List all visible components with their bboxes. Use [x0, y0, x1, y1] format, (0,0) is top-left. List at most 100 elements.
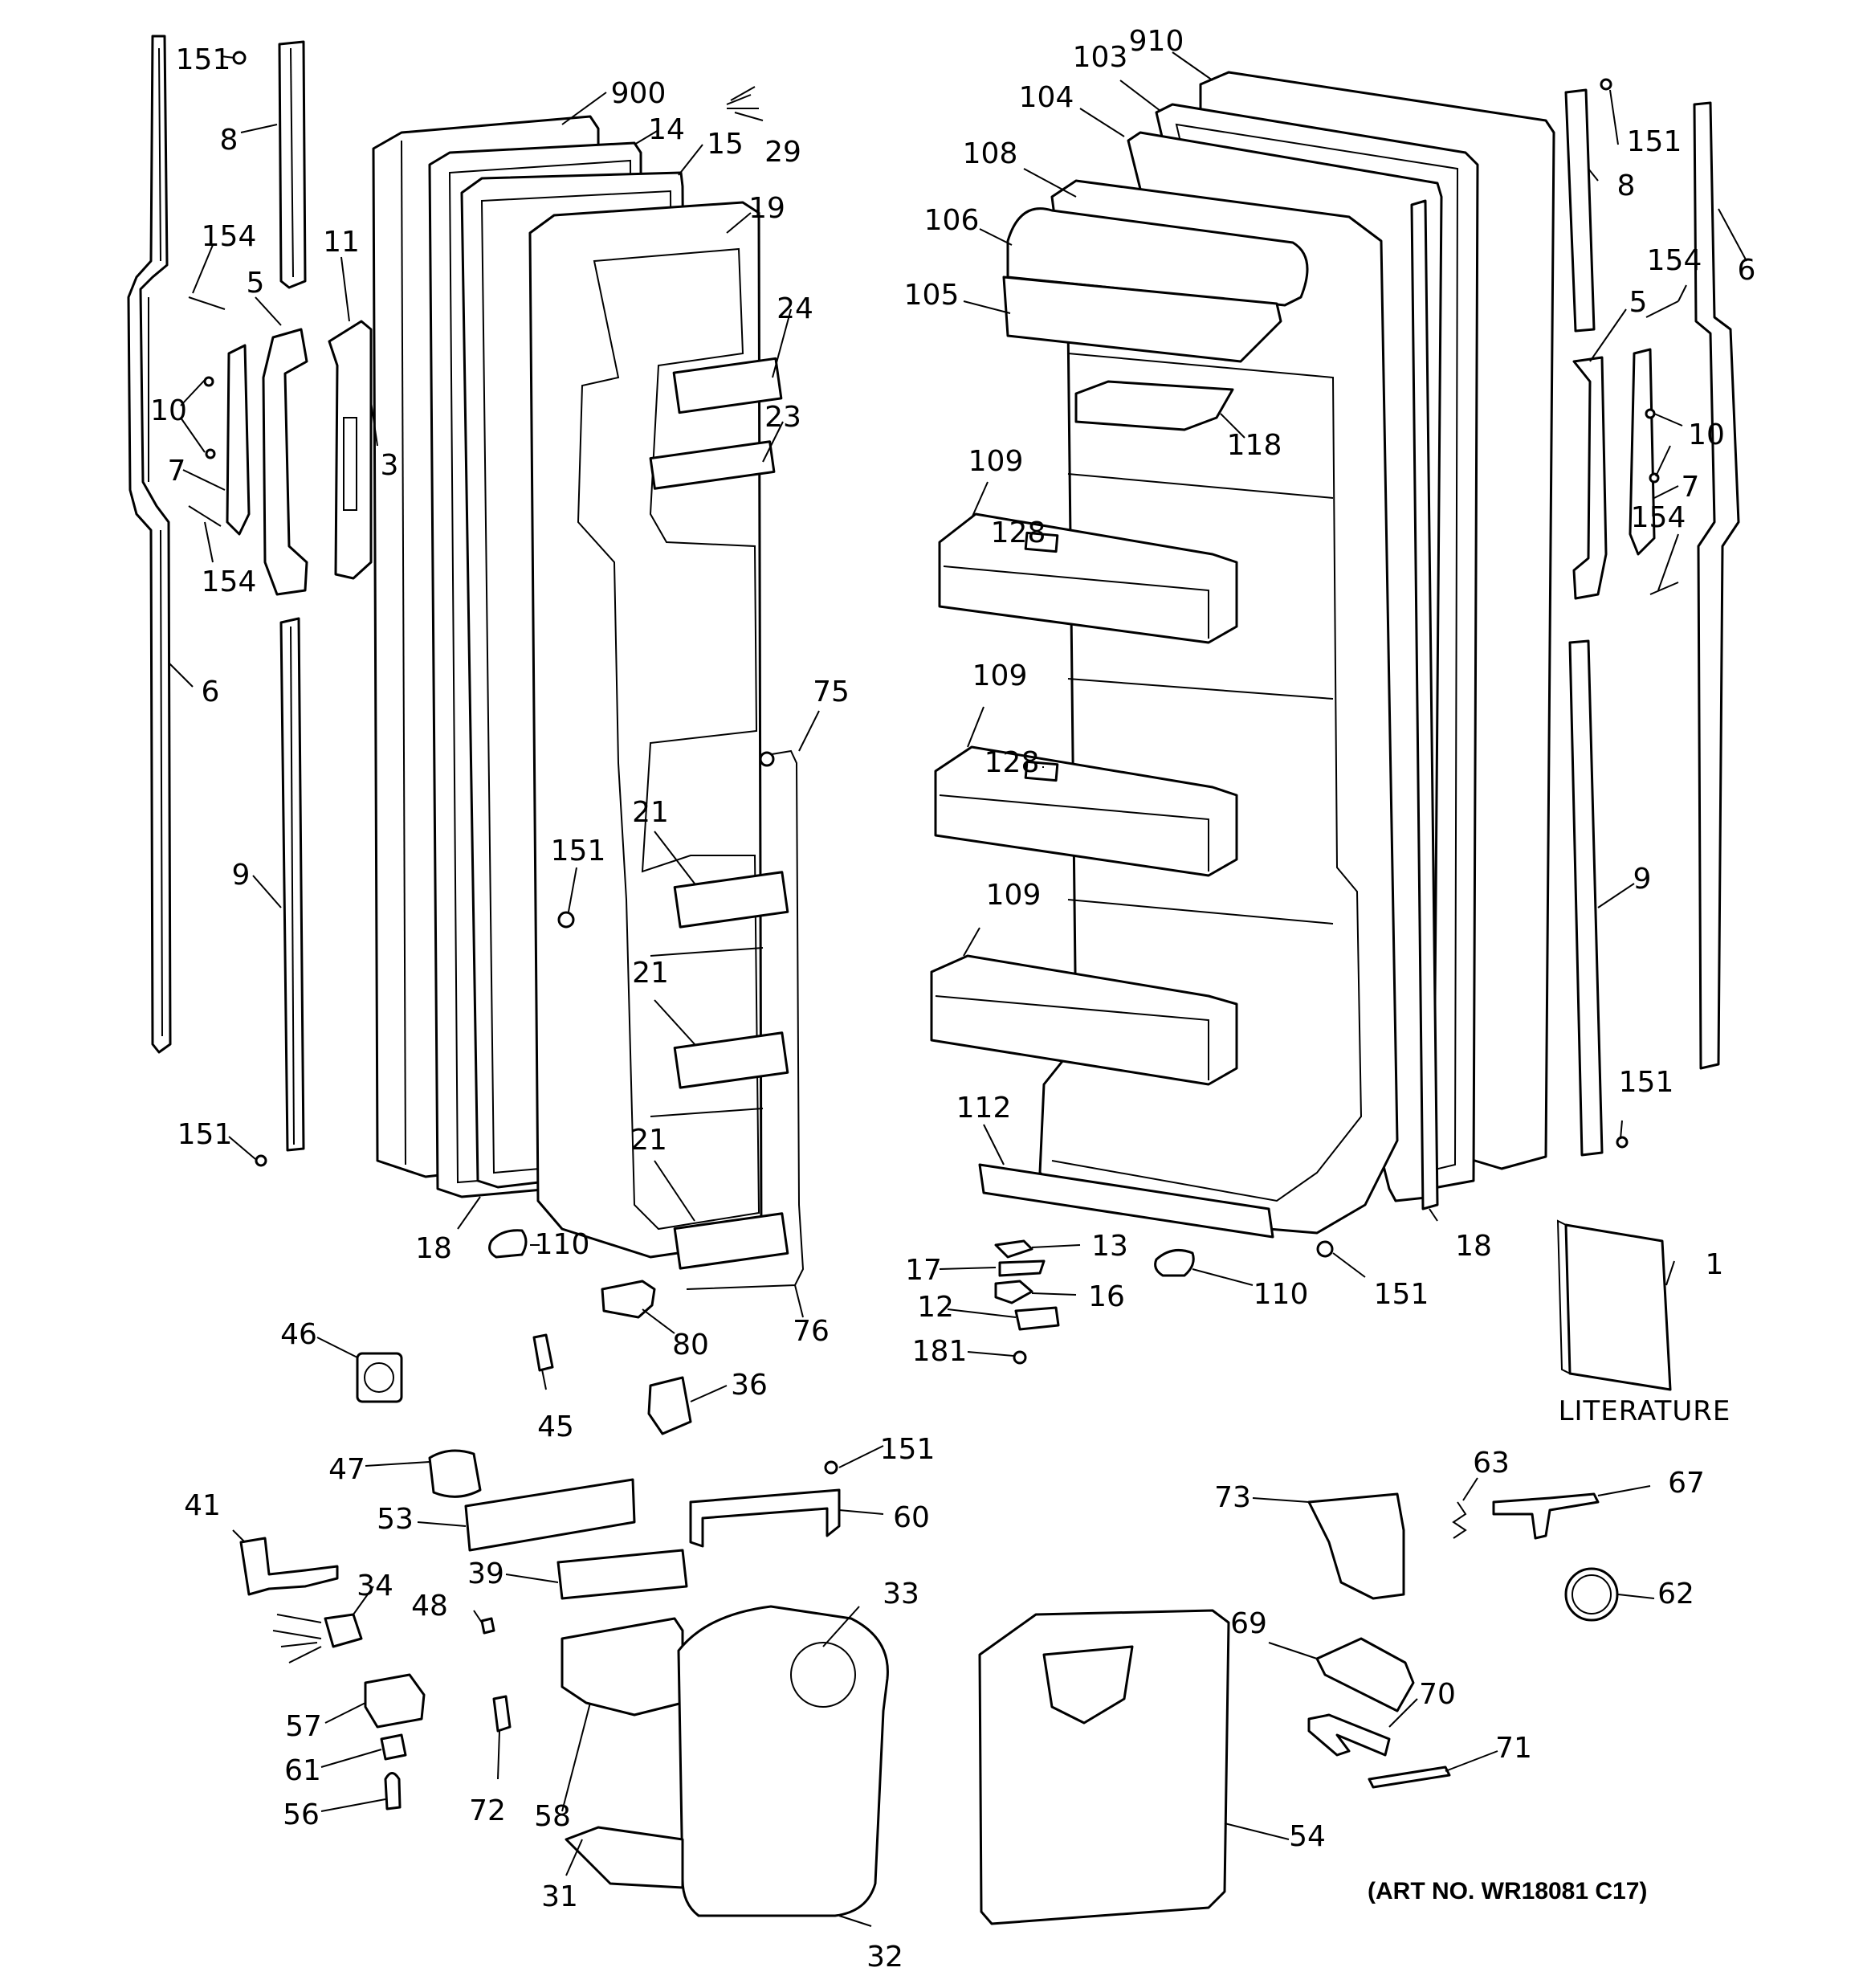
callout-106: 106: [923, 204, 980, 237]
callout-109: 109: [972, 659, 1028, 692]
leader-lines: [168, 51, 1747, 1927]
callout-128: 128: [990, 516, 1046, 549]
dispenser-parts-left: [239, 1333, 841, 1810]
callout-9: 9: [1633, 863, 1652, 896]
part-8-left-trim-bar: [278, 40, 307, 289]
dispenser-housing-33-58-32-31: [561, 1605, 889, 1917]
callout-7: 7: [167, 455, 186, 488]
part-5-right-handle: [1572, 78, 1679, 1149]
callout-112: 112: [956, 1092, 1012, 1125]
part-109-door-bin-1: [938, 512, 1238, 644]
part-19-freezer-door-inner-liner: [528, 201, 789, 1270]
part-54-dispenser-cover: [978, 1609, 1230, 1925]
part-118-shelf-tray: [1074, 380, 1234, 431]
callout-181: 181: [911, 1335, 968, 1368]
part-112-bottom-rail: [978, 1163, 1274, 1239]
part-1-literature-booklet: [1556, 1219, 1672, 1391]
callout-15: 15: [707, 128, 744, 161]
callout-31: 31: [541, 1880, 578, 1913]
callout-108: 108: [962, 137, 1018, 170]
part-8-right-trim-bar: [1564, 88, 1596, 333]
callout-69: 69: [1230, 1607, 1267, 1640]
callout-910: 910: [1128, 25, 1184, 58]
callout-109: 109: [985, 879, 1042, 912]
callout-10: 10: [1688, 418, 1725, 451]
callout-5: 5: [246, 267, 265, 300]
callout-63: 63: [1473, 1447, 1510, 1480]
callout-29: 29: [764, 136, 801, 169]
callout-48: 48: [411, 1590, 448, 1623]
callout-32: 32: [866, 1941, 903, 1974]
callout-36: 36: [731, 1369, 768, 1402]
small-parts-left: [488, 86, 764, 1319]
callout-47: 47: [328, 1453, 365, 1486]
callout-10: 10: [150, 394, 187, 427]
callout-45: 45: [537, 1410, 574, 1443]
callout-14: 14: [648, 113, 685, 146]
callout-154: 154: [201, 220, 257, 253]
callout-154: 154: [1646, 244, 1702, 277]
callout-151: 151: [1618, 1066, 1674, 1099]
callout-104: 104: [1018, 81, 1074, 114]
callout-11: 11: [323, 226, 360, 259]
callout-8: 8: [1616, 169, 1636, 202]
callout-13: 13: [1091, 1230, 1128, 1263]
callout-900: 900: [610, 77, 667, 110]
callout-151: 151: [550, 835, 606, 867]
callout-60: 60: [893, 1501, 930, 1534]
left-screws: [188, 51, 267, 1167]
callout-5: 5: [1629, 286, 1648, 319]
callout-21: 21: [632, 957, 669, 990]
callout-54: 54: [1289, 1820, 1326, 1853]
part-109-door-bin-2: [934, 745, 1238, 877]
hinge-parts: [994, 1239, 1334, 1365]
part-106-105-top-rail: [1002, 207, 1309, 363]
callout-151: 151: [1373, 1278, 1429, 1311]
callout-70: 70: [1419, 1678, 1456, 1711]
part-18-right-gasket: [1410, 199, 1439, 1210]
art-number: (ART NO. WR18081 C17): [1368, 1878, 1648, 1904]
callout-62: 62: [1657, 1578, 1694, 1610]
callout-16: 16: [1088, 1280, 1125, 1313]
part-11-bracket: [328, 320, 373, 580]
callout-105: 105: [903, 279, 960, 312]
callout-7: 7: [1681, 471, 1700, 504]
callout-110: 110: [534, 1228, 590, 1261]
part-6-left-gasket: [127, 35, 172, 1054]
callout-24: 24: [777, 292, 813, 325]
callout-110: 110: [1253, 1278, 1309, 1311]
part-109-door-bin-3: [930, 954, 1238, 1086]
callout-6: 6: [201, 676, 220, 708]
callout-151: 151: [175, 43, 231, 76]
part-9-left-trim-bar: [279, 617, 305, 1152]
callout-39: 39: [467, 1557, 504, 1590]
callout-18: 18: [415, 1232, 452, 1265]
callout-61: 61: [284, 1754, 321, 1787]
callout-80: 80: [672, 1329, 709, 1361]
callout-6: 6: [1737, 254, 1756, 287]
callout-9: 9: [231, 859, 251, 892]
part-6-right-gasket: [1693, 101, 1740, 1070]
callout-58: 58: [534, 1800, 571, 1833]
callout-17: 17: [905, 1254, 942, 1287]
callout-71: 71: [1495, 1732, 1532, 1765]
callout-33: 33: [883, 1578, 919, 1610]
callout-72: 72: [469, 1794, 506, 1827]
dispenser-parts-right: [1307, 1492, 1619, 1789]
callout-151: 151: [177, 1118, 233, 1151]
literature-label: LITERATURE: [1558, 1395, 1731, 1427]
callout-53: 53: [377, 1503, 414, 1536]
callout-118: 118: [1226, 429, 1282, 462]
callout-151: 151: [1626, 125, 1682, 158]
callout-19: 19: [748, 192, 785, 225]
part-5-left-handle: [226, 328, 308, 596]
callout-57: 57: [285, 1710, 322, 1743]
callout-154: 154: [201, 565, 257, 598]
callout-103: 103: [1072, 41, 1128, 74]
callout-75: 75: [813, 676, 850, 708]
callout-18: 18: [1455, 1230, 1492, 1263]
callout-76: 76: [793, 1315, 830, 1348]
callout-21: 21: [630, 1124, 667, 1157]
callout-21: 21: [632, 796, 669, 829]
part-108-fresh-food-door-inner-liner: [1038, 179, 1399, 1235]
